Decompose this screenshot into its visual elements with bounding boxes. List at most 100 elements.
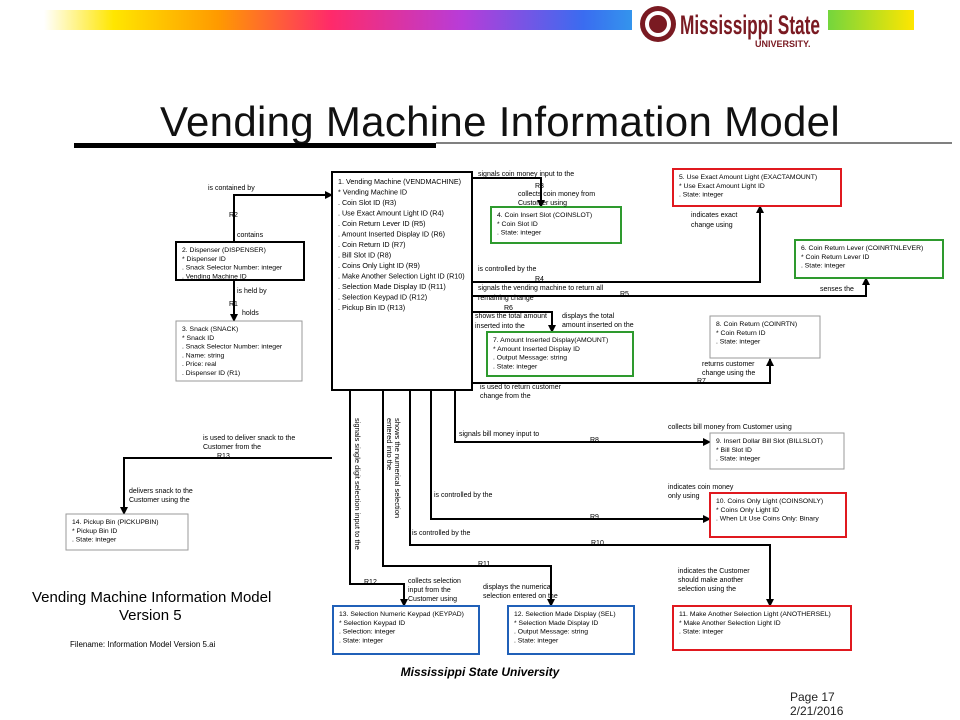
class-attribute: * Selection Keypad ID — [339, 620, 405, 627]
model-caption-version: Version 5 — [119, 607, 182, 624]
class-box-border — [332, 605, 480, 655]
class-box-9: 9. Insert Dollar Bill Slot (BILLSLOT) * B… — [709, 432, 845, 470]
class-box-12: 12. Selection Made Display (SEL) * Select… — [507, 605, 635, 655]
class-title: 11. Make Another Selection Light (ANOTHE… — [679, 611, 831, 618]
class-box-border — [331, 171, 473, 391]
class-attribute: * Pickup Bin ID — [72, 528, 117, 535]
relationship-phrase-label: change using — [691, 222, 733, 229]
class-attribute: . State: integer — [493, 363, 538, 370]
relationship-id-label: R1 — [229, 301, 238, 308]
relationship-phrase-label: collects bill money from Customer using — [668, 424, 792, 431]
class-title: 8. Coin Return (COINRTN) — [716, 321, 797, 328]
class-box-3: 3. Snack (SNACK)* Snack ID. Snack Select… — [175, 320, 303, 382]
relationship-lines — [120, 177, 870, 607]
class-attribute: . Make Another Selection Light ID (R10) — [338, 272, 465, 281]
r12-vertical-label: signals single digit selection input to … — [353, 418, 362, 550]
class-attribute: . State: integer — [716, 456, 761, 463]
relationship-id-label: R2 — [229, 212, 238, 219]
class-attribute: . State: integer — [679, 629, 724, 636]
relationship-phrase-label: is controlled by the — [434, 492, 492, 499]
relationship-phrase-label: signals bill money input to — [459, 431, 539, 438]
relationship-id-label: R10 — [591, 540, 604, 547]
page-date: 2/21/2016 — [790, 704, 844, 718]
relationship-phrase-label: displays the numerical — [483, 584, 553, 591]
class-attribute: . Coin Return ID (R7) — [338, 240, 406, 249]
relationship-phrase-label: indicates exact — [691, 212, 737, 219]
class-attribute: . State: integer — [716, 339, 761, 346]
r7-line — [472, 358, 774, 384]
relationship-phrase-label: is controlled by the — [412, 530, 470, 537]
class-attribute: * Coin Slot ID — [497, 221, 538, 228]
class-title: 7. Amount Inserted Display(AMOUNT) — [493, 337, 608, 344]
relationship-phrase-label: Customer using the — [129, 497, 190, 504]
relationship-phrase-label: should make another — [678, 577, 744, 584]
relationship-phrase-label: Customer using — [518, 200, 567, 207]
class-box-border — [709, 492, 847, 538]
class-attribute: * Bill Slot ID — [716, 447, 752, 454]
class-attribute: . Coin Slot ID (R3) — [338, 198, 396, 207]
class-attribute: . Snack Selector Number: integer — [182, 265, 283, 272]
r5-line — [472, 277, 870, 297]
class-box-4: 4. Coin Insert Slot (COINSLOT) * Coin Slo… — [490, 206, 622, 244]
r3-line — [472, 177, 545, 208]
relationship-id-label: R11 — [478, 561, 490, 568]
class-attribute: . Amount Inserted Display ID (R6) — [338, 230, 445, 239]
class-attribute: * Coins Only Light ID — [716, 507, 779, 514]
class-box-8: 8. Coin Return (COINRTN)* Coin Return ID… — [709, 315, 821, 359]
r13-line — [120, 457, 332, 515]
class-attribute: * Make Another Selection Light ID — [679, 620, 781, 627]
class-box-2: 2. Dispenser (DISPENSER)* Dispenser ID. … — [175, 241, 305, 281]
r10-line — [409, 390, 774, 607]
relationship-id-label: R12 — [364, 579, 377, 586]
relationship-id-label: R9 — [590, 514, 599, 521]
class-attribute: . State: integer — [514, 637, 559, 644]
class-box-border — [175, 320, 303, 382]
relationship-phrase-label: collects coin money from — [518, 191, 595, 198]
svg-text:UNIVERSITY.: UNIVERSITY. — [755, 39, 811, 49]
class-title: 13. Selection Numeric Keypad (KEYPAD) — [339, 611, 464, 618]
class-attribute: . When Lit Use Coins Only: Binary — [716, 516, 819, 523]
r4-line — [472, 205, 764, 283]
r12-line — [349, 390, 408, 607]
relationship-phrase-label: collects selection — [408, 578, 461, 585]
class-title: 6. Coin Return Lever (COINRTNLEVER) — [801, 245, 923, 252]
class-title: 12. Selection Made Display (SEL) — [514, 611, 616, 618]
class-attribute: * Selection Made Display ID — [514, 620, 598, 627]
relationship-id-label: R7 — [697, 378, 706, 385]
relationship-phrase-label: displays the total — [562, 313, 615, 320]
class-attribute: . Output Message: string — [514, 629, 588, 636]
footer-university: Mississippi State University — [400, 665, 560, 679]
class-title: 1. Vending Machine (VENDMACHINE) — [338, 177, 461, 186]
class-attribute: . State: integer — [679, 192, 724, 199]
relationship-phrase-label: signals the vending machine to return al… — [478, 285, 604, 292]
relationship-phrase-label: is used to return customer — [480, 384, 562, 391]
relationship-phrase-label: only using — [668, 493, 700, 500]
class-attribute: . State: integer — [497, 230, 542, 237]
svg-text:Mississippi State: Mississippi State — [680, 10, 820, 40]
class-title: 9. Insert Dollar Bill Slot (BILLSLOT) — [716, 438, 823, 445]
class-box-13: 13. Selection Numeric Keypad (KEYPAD) * S… — [332, 605, 480, 655]
class-box-border — [175, 241, 305, 281]
class-attribute: . Use Exact Amount Light ID (R4) — [338, 209, 444, 218]
class-box-14: 14. Pickup Bin (PICKUPBIN) * Pickup Bin I… — [65, 513, 189, 551]
class-title: 14. Pickup Bin (PICKUPBIN) — [72, 519, 159, 526]
class-title: 3. Snack (SNACK) — [182, 326, 238, 333]
relationship-id-label: R3 — [535, 183, 544, 190]
relationship-phrase-label: returns customer — [702, 361, 755, 368]
r9-line — [430, 390, 711, 523]
relationship-phrase-label: Customer from the — [203, 444, 261, 451]
relationship-phrase-label: contains — [237, 232, 264, 239]
class-box-border — [709, 432, 845, 470]
class-title: 5. Use Exact Amount Light (EXACTAMOUNT) — [679, 174, 817, 181]
class-title: 4. Coin Insert Slot (COINSLOT) — [497, 212, 592, 219]
relationship-id-label: R6 — [504, 305, 513, 312]
page-info: Page 17 2/21/2016 — [790, 690, 843, 718]
class-attribute: * Amount Inserted Display ID — [493, 346, 580, 353]
relationship-id-label: R4 — [535, 276, 544, 283]
class-attribute: * Snack ID — [182, 335, 214, 342]
relationship-phrase-label: indicates the Customer — [678, 568, 750, 575]
class-box-7: 7. Amount Inserted Display(AMOUNT) * Amou… — [486, 331, 634, 377]
relationship-phrase-label: selection using the — [678, 586, 736, 593]
class-attribute: . State: integer — [72, 537, 117, 544]
